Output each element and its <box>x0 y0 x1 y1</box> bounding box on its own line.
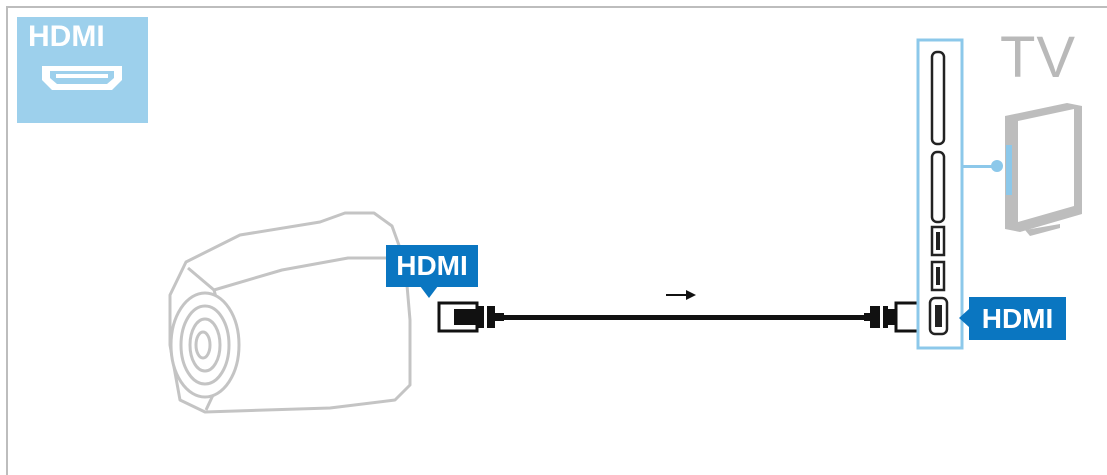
camera-callout-pointer <box>420 286 438 298</box>
diagram-frame <box>6 6 1107 475</box>
direction-arrow-icon <box>666 290 696 300</box>
hdmi-badge-label: HDMI <box>28 20 105 53</box>
panel-link <box>962 160 1003 172</box>
tv-title: TV <box>1000 25 1077 90</box>
camcorder-icon <box>168 211 412 414</box>
camera-hdmi-callout: HDMI <box>386 245 478 287</box>
tv-hdmi-callout: HDMI <box>969 297 1066 340</box>
tv-callout-pointer <box>959 309 969 327</box>
tv-connector-panel <box>916 38 964 350</box>
hdmi-port-icon <box>42 66 122 90</box>
hdmi-cable <box>437 301 926 333</box>
tv-icon <box>1005 103 1082 236</box>
